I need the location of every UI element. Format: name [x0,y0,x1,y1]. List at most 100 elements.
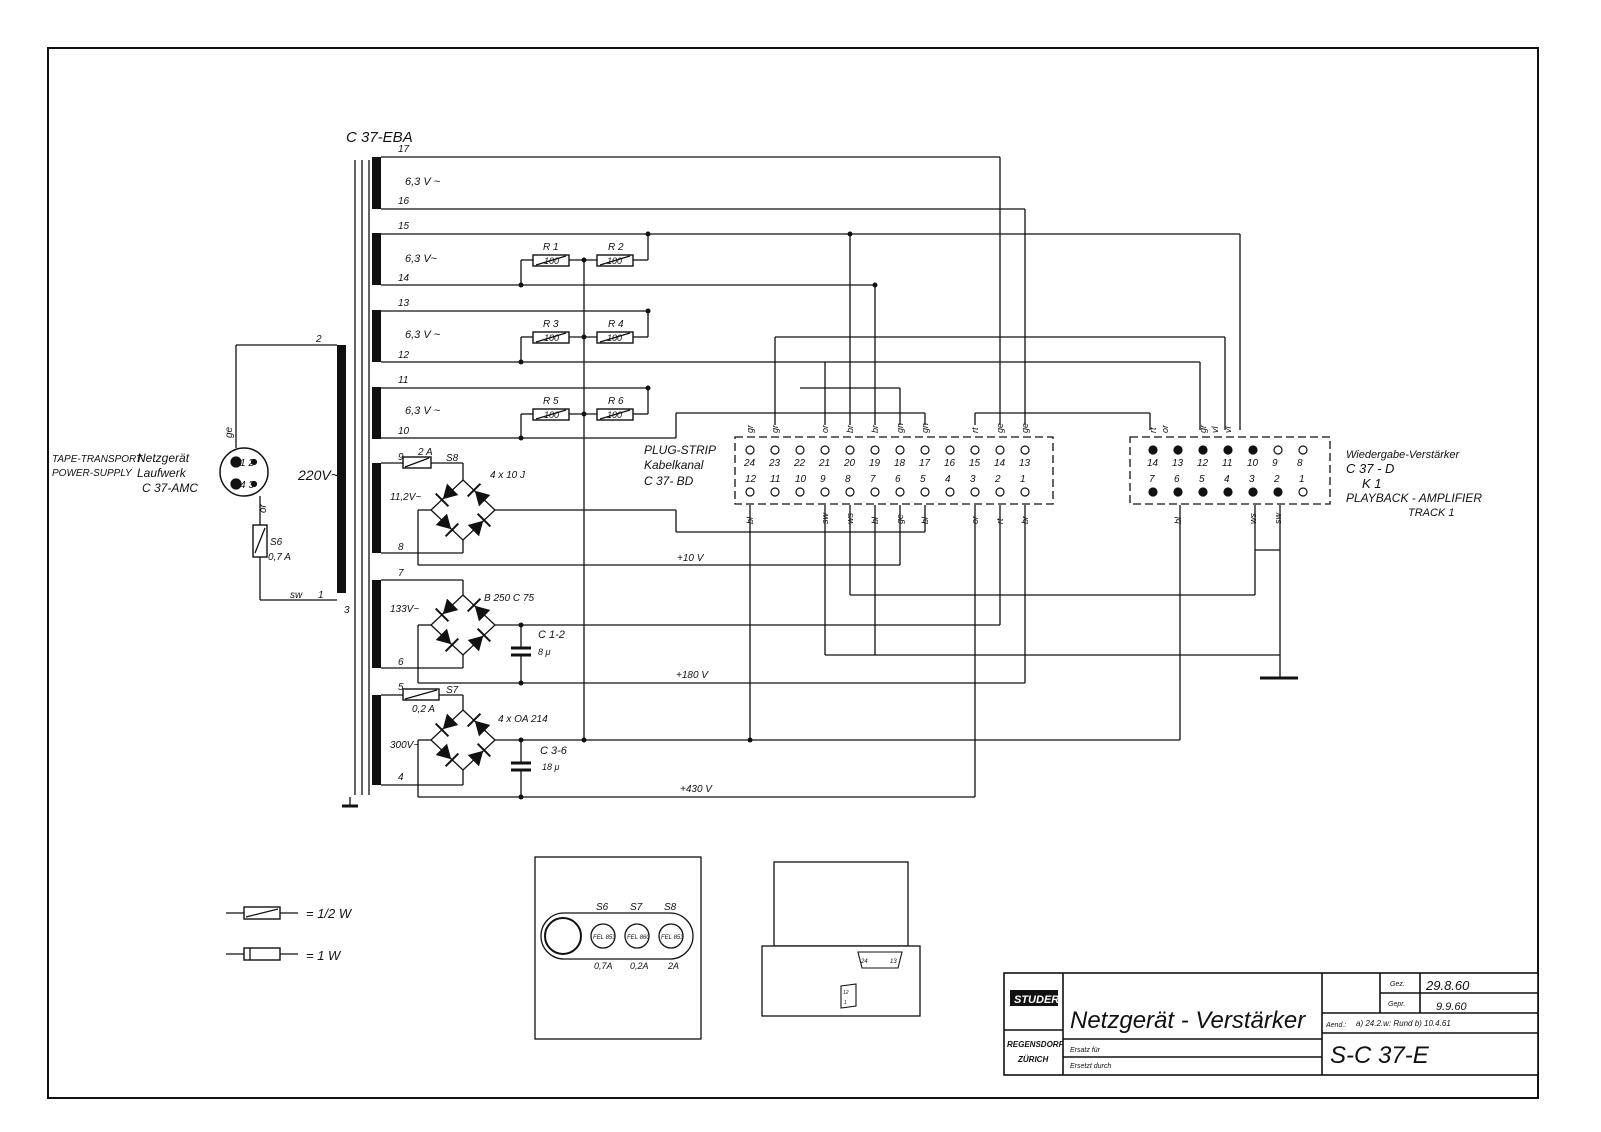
wire-color-label: rt [995,518,1005,524]
plug-strip-pin [845,487,855,497]
svg-text:7: 7 [398,568,404,579]
svg-text:S7: S7 [446,685,459,696]
plug-strip-pin-label: 24 [743,458,756,469]
plug-strip-pin-label: 21 [818,458,830,469]
amplifier-pin [1173,445,1183,455]
amplifier-pin [1248,445,1258,455]
amplifier-pin-label: 3 [1249,474,1255,485]
plug-strip-pin [870,487,880,497]
svg-text:C 37- BD: C 37- BD [644,474,694,488]
svg-text:TAPE-TRANSPORT: TAPE-TRANSPORT [52,454,143,465]
wire-color-label: or [1160,424,1170,433]
svg-text:S6: S6 [596,902,609,913]
plug-strip-pin-label: 2 [994,474,1001,485]
transformer: C 37-EBA 220V~ 17 16 15 14 13 12 11 10 9… [297,129,441,808]
svg-text:4: 4 [398,772,404,783]
plug-strip-pin-label: 5 [920,474,926,485]
svg-text:Gepr.: Gepr. [1388,1001,1405,1008]
svg-text:C 1-2: C 1-2 [538,629,565,641]
svg-text:Netzgerät: Netzgerät [137,451,190,465]
svg-text:0,7 A: 0,7 A [268,552,291,563]
plug-strip-pin-label: 20 [843,458,856,469]
svg-text:10: 10 [398,426,410,437]
svg-text:29.8.60: 29.8.60 [1425,978,1470,993]
svg-text:sw: sw [290,590,303,601]
plug-strip-pin [970,487,980,497]
plug-strip-pin-label: 7 [870,474,876,485]
svg-text:ge: ge [224,426,235,438]
svg-text:4 3: 4 3 [240,480,254,491]
svg-text:0,2 A: 0,2 A [412,704,435,715]
harness-wires [824,450,1298,680]
plug-strip-pin [970,445,980,455]
amplifier-pin [1273,445,1283,455]
svg-text:13: 13 [890,959,897,965]
wire-color-label: rt [1148,427,1158,433]
svg-text:Ersatz für: Ersatz für [1070,1047,1101,1054]
wire-color-label: ge [895,514,905,524]
tape-transport-connector: TAPE-TRANSPORT POWER-SUPPLY Netzgerät La… [52,344,337,601]
wire-color-label: gr [1198,424,1208,433]
svg-text:R 5: R 5 [543,396,559,407]
svg-text:3: 3 [344,605,350,616]
svg-text:100: 100 [544,256,559,266]
primary-winding [337,345,346,593]
plug-strip-pin-label: 19 [869,458,881,469]
wire-color-label: br [1020,515,1030,524]
wire-color-label: bl [745,516,755,524]
svg-text:FEL 853: FEL 853 [661,935,684,941]
plug-strip-pin-label: 17 [919,458,931,469]
amplifier-pin-label: 7 [1149,474,1155,485]
svg-text:= 1/2 W: = 1/2 W [306,906,353,921]
svg-text:R 6: R 6 [608,396,624,407]
svg-text:133V~: 133V~ [390,604,419,615]
svg-text:11,2V~: 11,2V~ [390,492,421,503]
wire-color-label: ws [845,513,855,524]
svg-text:Aend.:: Aend.: [1325,1022,1346,1029]
drawing-number: S-C 37-E [1330,1042,1430,1069]
svg-text:15: 15 [398,221,410,232]
amplifier-pin-label: 12 [1197,458,1209,469]
amplifier-pin-label: 11 [1222,458,1232,469]
svg-text:REGENSDORF: REGENSDORF [1007,1040,1065,1049]
svg-text:a) 24.2.w: Rund b) 10.4.61: a) 24.2.w: Rund b) 10.4.61 [1356,1019,1451,1028]
amplifier-pin-label: 13 [1172,458,1184,469]
rectifier-430v: S7 0,2 A 4 x OA 214 C 3-6 18 μ +430 V [381,505,1181,800]
wire-color-label: sw [1273,513,1283,525]
amplifier-pin-label: 5 [1199,474,1205,485]
svg-text:ZÜRICH: ZÜRICH [1017,1055,1048,1064]
plug-strip-pin [795,487,805,497]
plug-strip-pin-label: 10 [795,474,807,485]
svg-text:100: 100 [607,410,622,420]
title-block: STUDER REGENSDORF ZÜRICH Netzgerät - Ver… [1003,972,1539,1076]
svg-text:14: 14 [398,273,410,284]
svg-text:PLAYBACK - AMPLIFIER: PLAYBACK - AMPLIFIER [1346,491,1482,505]
amplifier-pin [1173,487,1183,497]
plug-strip-pin-label: 12 [745,474,757,485]
wire-color-label: bl [1173,516,1183,524]
svg-text:C 37-AMC: C 37-AMC [142,481,198,495]
amplifier-pin [1273,487,1283,497]
resistor-network: R 1 R 2 R 3 R 4 R 5 R 6 100 100 100 100 … [518,231,651,743]
primary-voltage: 220V~ [297,467,339,483]
svg-text:+180 V: +180 V [676,670,709,681]
wire-color-label: vl [1223,426,1233,434]
amplifier-pin-label: 2 [1273,474,1280,485]
plug-strip-pin-label: 3 [970,474,976,485]
playback-amplifier-connector: Wiedergabe-Verstärker C 37 - D K 1 PLAYB… [1129,424,1482,525]
drawing-frame [47,47,1539,1099]
amplifier-pin-label: 14 [1147,458,1159,469]
wire-color-label: br [870,424,880,433]
svg-text:S6: S6 [270,537,283,548]
connector-location-view: 24 13 12 1 [761,861,921,1017]
svg-text:+430 V: +430 V [680,784,713,795]
wire-color-label: gr [770,424,780,433]
svg-text:2: 2 [315,334,322,345]
plug-strip-pin [1020,487,1030,497]
amplifier-pin [1198,445,1208,455]
svg-text:S7: S7 [630,902,643,913]
svg-text:16: 16 [398,196,410,207]
plug-strip-pin [820,445,830,455]
svg-text:S8: S8 [664,902,677,913]
